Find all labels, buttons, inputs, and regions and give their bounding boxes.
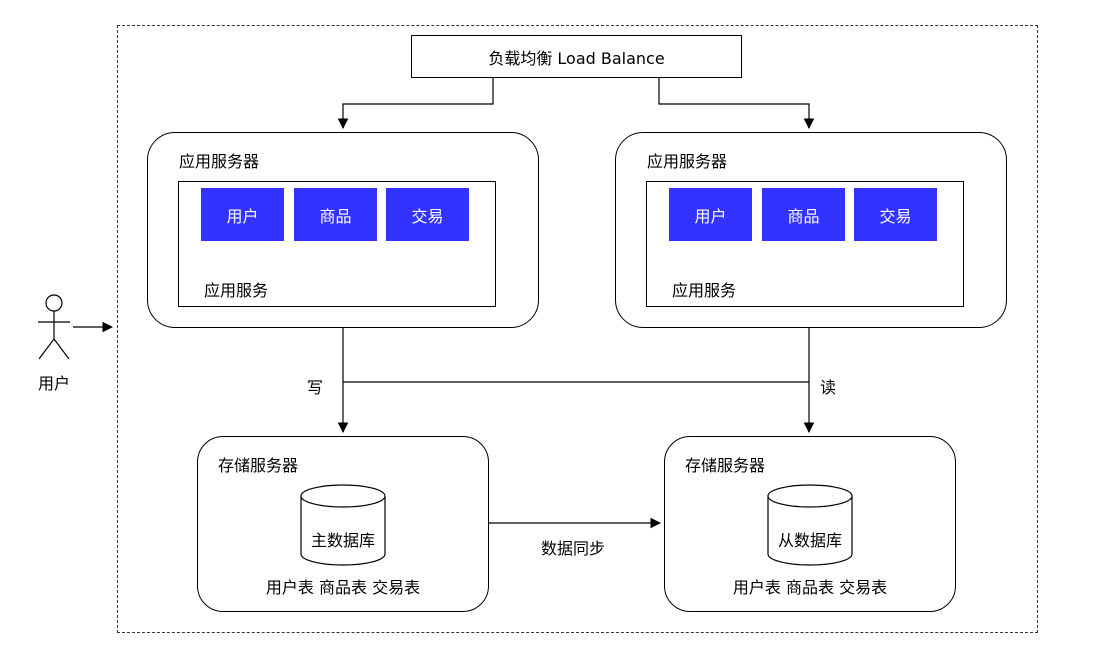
read-edge-label: 读 <box>820 374 837 398</box>
sync-edge-label: 数据同步 <box>541 539 606 558</box>
lb-to-app-left-edge <box>337 78 494 130</box>
module-user-left: 用户 <box>201 188 284 241</box>
master-tables-label: 用户表 商品表 交易表 <box>265 578 421 597</box>
app-server-right-title: 应用服务器 <box>647 152 728 171</box>
master-db-label: 主数据库 <box>310 531 375 550</box>
storage-server-left-title: 存储服务器 <box>218 456 299 475</box>
master-db-icon <box>300 484 386 566</box>
slave-tables-label: 用户表 商品表 交易表 <box>732 578 888 597</box>
module-trade-right: 交易 <box>854 188 937 241</box>
app-service-right-label: 应用服务 <box>672 281 737 300</box>
app-server-left-title: 应用服务器 <box>179 152 260 171</box>
slave-db-icon <box>767 484 853 566</box>
user-actor-icon <box>38 294 70 360</box>
app-service-left-label: 应用服务 <box>204 281 269 300</box>
user-actor-label: 用户 <box>37 374 70 393</box>
system-boundary <box>117 25 1038 633</box>
lb-to-app-right-edge <box>658 78 815 130</box>
slave-db-label: 从数据库 <box>777 531 842 550</box>
load-balancer-node: 负载均衡 Load Balance <box>411 35 742 78</box>
load-balancer-label: 负载均衡 Load Balance <box>488 48 665 68</box>
module-product-right: 商品 <box>762 188 845 241</box>
write-edge-label: 写 <box>307 374 324 398</box>
module-trade-left: 交易 <box>386 188 469 241</box>
storage-server-right-title: 存储服务器 <box>685 456 766 475</box>
module-user-right: 用户 <box>669 188 752 241</box>
module-product-left: 商品 <box>294 188 377 241</box>
